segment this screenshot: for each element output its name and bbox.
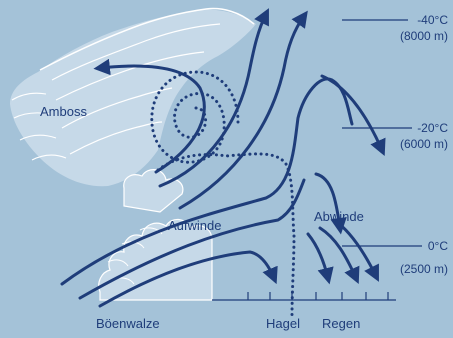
rain-label: Regen [322,316,360,331]
level-temp-0: 0°C [428,239,448,253]
ground-line [212,292,396,300]
downdraft-label: Abwinde [314,209,364,224]
downdraft-arrows [308,76,382,278]
hail-label: Hagel [266,316,300,331]
level-temp-20: -20°C [417,121,448,135]
level-height-8000: (8000 m) [400,29,448,43]
level-height-2500: (2500 m) [400,262,448,276]
anvil-cloud [10,9,256,187]
level-height-6000: (6000 m) [400,137,448,151]
updraft-label: Aufwinde [168,218,221,233]
level-temp-40: -40°C [417,13,448,27]
anvil-label: Amboss [40,104,87,119]
downdraft-lower-2 [308,234,328,278]
gust-roll-label: Böenwalze [96,316,160,331]
downdraft-upper [322,76,382,150]
gust-roll-cloud [99,170,212,300]
